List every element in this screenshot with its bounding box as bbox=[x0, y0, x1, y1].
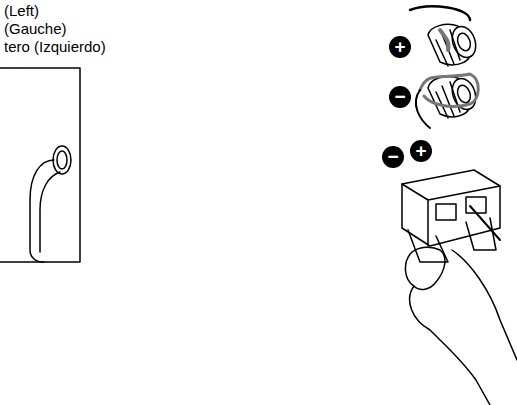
speaker-jack bbox=[30, 146, 71, 262]
binding-post-positive bbox=[410, 6, 480, 66]
label-text: tero (Izquierdo) bbox=[4, 38, 106, 56]
speaker-panel bbox=[0, 68, 80, 262]
polarity-symbol: + bbox=[389, 36, 411, 58]
label-text: (Gauche) bbox=[4, 20, 67, 38]
hand bbox=[405, 247, 517, 405]
polarity-symbol: + bbox=[410, 140, 432, 162]
binding-post-negative bbox=[416, 74, 480, 128]
polarity-symbol: − bbox=[389, 86, 411, 108]
label-text: (Left) bbox=[4, 2, 39, 20]
spring-clip-terminal bbox=[402, 170, 500, 262]
polarity-symbol: − bbox=[382, 146, 404, 168]
